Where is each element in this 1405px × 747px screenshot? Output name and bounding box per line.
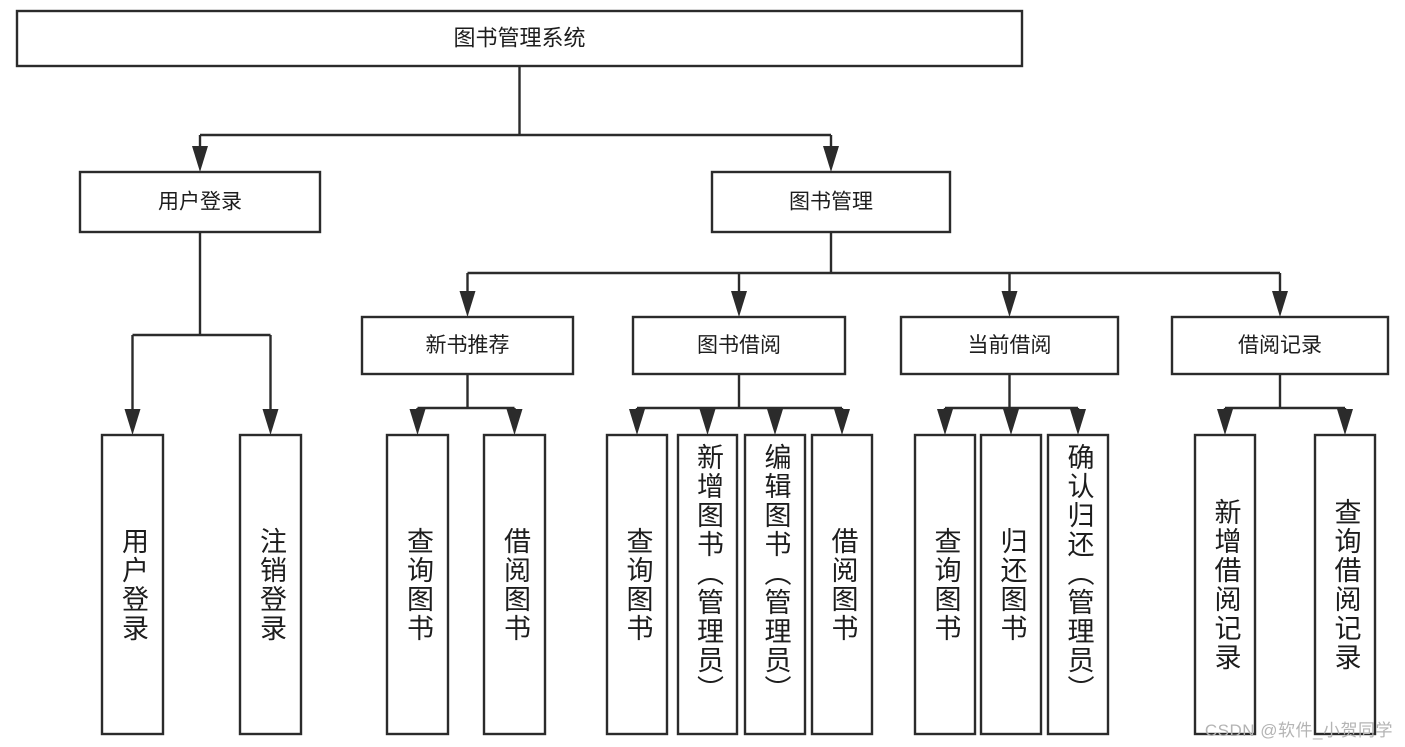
arrow-head-icon <box>506 409 523 435</box>
node-leaf-query-record-box[interactable] <box>1313 433 1377 736</box>
arrow-head-icon <box>1003 409 1019 435</box>
node-leaf-confirm-return-box[interactable] <box>1046 433 1110 736</box>
arrow-head-icon <box>1001 291 1018 317</box>
arrow-head-icon <box>1217 409 1233 435</box>
arrow-head-icon <box>459 291 476 317</box>
arrow-head-icon <box>124 409 141 435</box>
node-leaf-add-record-box[interactable] <box>1193 433 1257 736</box>
arrow-head-icon <box>731 291 747 317</box>
arrow-head-icon <box>1070 409 1086 435</box>
arrow-head-icon <box>629 409 645 435</box>
node-leaf-borrow-book-2-box[interactable] <box>810 433 874 736</box>
node-current-borrow-label: 当前借阅 <box>968 334 1052 357</box>
arrow-head-icon <box>699 409 716 435</box>
node-leaf-borrow-book-1-box[interactable] <box>482 433 547 736</box>
node-leaf-query-book-1-box[interactable] <box>385 433 450 736</box>
node-borrow-record-label: 借阅记录 <box>1238 334 1322 357</box>
node-book-borrow-label: 图书借阅 <box>697 334 781 357</box>
node-book-manage-box[interactable] <box>710 170 952 234</box>
node-leaf-query-book-3-box[interactable] <box>913 433 977 736</box>
boxes-layer <box>15 9 1390 736</box>
node-leaf-logout-box[interactable] <box>238 433 303 736</box>
node-root-label: 图书管理系统 <box>453 25 585 50</box>
node-user-login-label: 用户登录 <box>158 191 242 214</box>
arrow-head-icon <box>409 409 426 435</box>
node-borrow-record-box[interactable] <box>1170 315 1390 376</box>
node-leaf-return-book-box[interactable] <box>979 433 1043 736</box>
arrow-head-icon <box>262 409 279 435</box>
node-leaf-edit-book-box[interactable] <box>743 433 807 736</box>
arrow-head-icon <box>767 409 783 435</box>
node-root-box[interactable] <box>15 9 1024 68</box>
node-current-borrow-box[interactable] <box>899 315 1120 376</box>
arrow-head-icon <box>1337 409 1353 435</box>
node-new-book-rec-label: 新书推荐 <box>426 334 510 357</box>
arrow-head-icon <box>192 146 208 172</box>
csdn-watermark: CSDN @软件_小贺同学 <box>1204 721 1393 740</box>
node-new-book-rec-box[interactable] <box>360 315 575 376</box>
arrow-head-icon <box>1272 291 1288 317</box>
node-leaf-add-book-box[interactable] <box>676 433 739 736</box>
node-leaf-query-book-2-box[interactable] <box>605 433 669 736</box>
arrow-head-icon <box>834 409 850 435</box>
node-leaf-user-login-box[interactable] <box>100 433 165 736</box>
arrow-head-icon <box>823 146 839 172</box>
edges-layer <box>124 66 1353 435</box>
node-book-borrow-box[interactable] <box>631 315 847 376</box>
arrow-head-icon <box>937 409 953 435</box>
node-book-manage-label: 图书管理 <box>789 191 873 214</box>
node-user-login-box[interactable] <box>78 170 322 234</box>
